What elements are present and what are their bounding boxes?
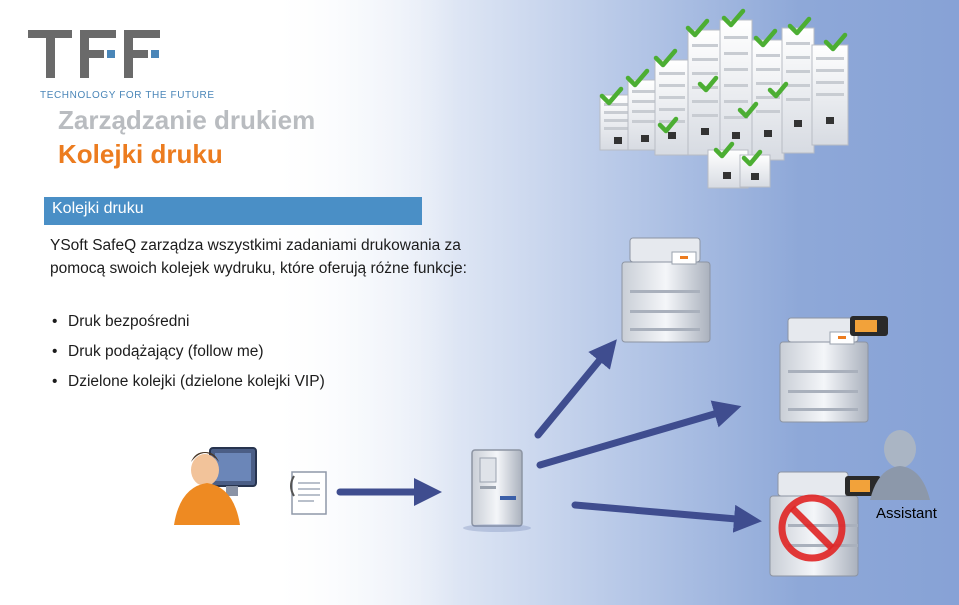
blocked-printer-icon (770, 472, 881, 576)
assistant-label: Assistant (876, 505, 937, 522)
document-icon (291, 472, 326, 514)
printer-icon (622, 238, 710, 342)
user-at-computer-icon (174, 448, 256, 525)
assistant-person-icon (870, 430, 930, 500)
document-stacks-icon (600, 20, 848, 188)
flow-arrows (340, 350, 748, 520)
printer-with-panel-icon (780, 316, 888, 422)
server-icon (463, 450, 531, 532)
